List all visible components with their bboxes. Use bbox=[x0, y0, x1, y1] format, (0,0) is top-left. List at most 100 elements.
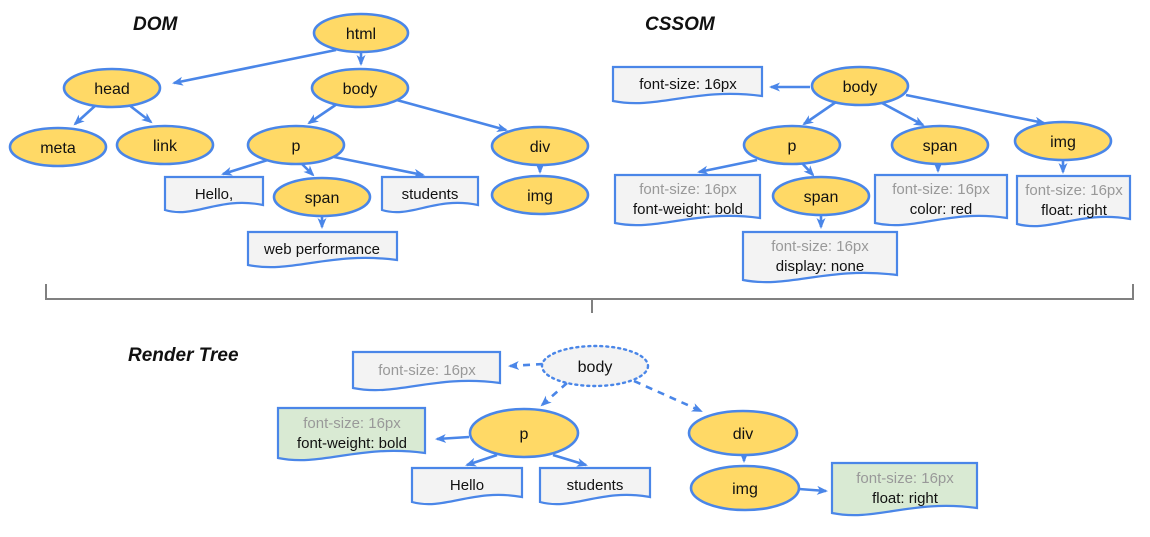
p-node-shape bbox=[468, 407, 580, 459]
render-rule-p: font-size: 16px font-weight: bold bbox=[276, 406, 427, 462]
dom-textnode-web-performance: web performance bbox=[246, 230, 399, 269]
span-node-shape bbox=[890, 124, 990, 166]
hello-textnode-label: Hello bbox=[450, 477, 484, 494]
head-node-label: head bbox=[94, 81, 130, 98]
img-node-label: img bbox=[527, 188, 553, 205]
cssom-tree: body p span img span font-size: 16px fon… bbox=[611, 65, 1132, 284]
body-node-label: body bbox=[578, 359, 613, 376]
cssom-edge-body-img bbox=[905, 93, 1046, 126]
head-node-shape bbox=[62, 67, 162, 109]
render-edge-body-rule bbox=[508, 360, 544, 370]
dom-edge-body-div bbox=[392, 97, 508, 132]
cssom-rule-span: font-size: 16px color: red bbox=[873, 173, 1009, 227]
cssom-edge-body-span bbox=[881, 101, 925, 127]
p-node-label: p bbox=[520, 426, 529, 443]
dom-node-div: div bbox=[490, 125, 590, 167]
render-edge-p-students bbox=[552, 453, 588, 467]
dom-node-meta: meta bbox=[8, 126, 108, 168]
cssom-node-body: body bbox=[810, 65, 910, 107]
cssom-node-nested-span: span bbox=[771, 175, 871, 217]
img-node-shape bbox=[689, 464, 801, 512]
dom-textnode-hello: Hello, bbox=[163, 175, 265, 214]
p-node-shape bbox=[246, 124, 346, 166]
span-node-label: span bbox=[305, 190, 340, 207]
web-performance-textnode-label: web performance bbox=[263, 241, 380, 258]
body-rule-text: font-size: 16px bbox=[639, 76, 737, 93]
cssom-rule-p: font-size: 16px font-weight: bold bbox=[613, 173, 762, 227]
html-node-label: html bbox=[346, 26, 376, 43]
dom-node-p: p bbox=[246, 124, 346, 166]
meta-node-shape bbox=[8, 126, 108, 168]
p-rule-line1: font-size: 16px bbox=[303, 415, 401, 432]
render-node-div: div bbox=[687, 409, 799, 457]
render-tree: body p div img font-size: 16px font-size… bbox=[276, 344, 979, 517]
body-node-shape bbox=[310, 67, 410, 109]
hello-textnode-shape bbox=[410, 466, 524, 506]
web-performance-textnode-shape bbox=[246, 230, 399, 269]
p-node-label: p bbox=[788, 138, 797, 155]
cssom-edge-body-p bbox=[802, 100, 837, 126]
dom-edge-body-p bbox=[307, 102, 338, 125]
render-edge-p-hello bbox=[465, 453, 498, 467]
dom-edge-html-head bbox=[172, 48, 337, 86]
nested-span-rule-line2: display: none bbox=[776, 258, 864, 275]
cssom-node-p: p bbox=[742, 124, 842, 166]
section-divider-bracket bbox=[45, 284, 1134, 313]
render-edge-body-p bbox=[540, 382, 568, 407]
body-node-shape bbox=[810, 65, 910, 107]
img-rule-shape bbox=[1015, 174, 1132, 228]
p-node-label: p bbox=[292, 138, 301, 155]
img-node-label: img bbox=[1050, 134, 1076, 151]
span-node-shape bbox=[272, 176, 372, 218]
students-textnode-label: students bbox=[402, 186, 459, 203]
img-rule-line1: font-size: 16px bbox=[1025, 182, 1123, 199]
span-node-label: span bbox=[804, 189, 839, 206]
cssom-rule-nested-span: font-size: 16px display: none bbox=[741, 230, 899, 284]
img-rule-line1: font-size: 16px bbox=[856, 470, 954, 487]
dom-textnode-students: students bbox=[380, 175, 480, 214]
div-node-label: div bbox=[733, 426, 753, 443]
link-node-shape bbox=[115, 124, 215, 166]
img-rule-line2: float: right bbox=[1041, 202, 1108, 219]
dom-edge-p-hello bbox=[221, 157, 272, 176]
dom-node-img: img bbox=[490, 174, 590, 216]
dom-node-head: head bbox=[62, 67, 162, 109]
cssom-rule-body: font-size: 16px bbox=[611, 65, 764, 105]
img-rule-line2: float: right bbox=[872, 490, 939, 507]
link-node-label: link bbox=[153, 138, 178, 155]
render-rule-img: font-size: 16px float: right bbox=[830, 461, 979, 517]
students-textnode-label: students bbox=[567, 477, 624, 494]
body-node-label: body bbox=[843, 79, 878, 96]
p-rule-shape bbox=[613, 173, 762, 227]
render-rule-body: font-size: 16px bbox=[351, 350, 502, 392]
span-node-shape bbox=[771, 175, 871, 217]
span-rule-shape bbox=[873, 173, 1009, 227]
cssom-title: CSSOM bbox=[645, 14, 716, 35]
cssom-rule-img: font-size: 16px float: right bbox=[1015, 174, 1132, 228]
img-node-shape bbox=[490, 174, 590, 216]
div-node-shape bbox=[687, 409, 799, 457]
body-node-shape bbox=[540, 344, 650, 388]
render-tree-title: Render Tree bbox=[128, 345, 239, 366]
img-rule-shape bbox=[830, 461, 979, 517]
dom-title: DOM bbox=[133, 14, 179, 35]
body-rule-shape bbox=[351, 350, 502, 392]
render-node-img: img bbox=[689, 464, 801, 512]
span-rule-line2: color: red bbox=[910, 201, 973, 218]
hello-textnode-shape bbox=[163, 175, 265, 214]
students-textnode-shape bbox=[538, 466, 652, 506]
render-edge-img-rule bbox=[798, 485, 828, 495]
body-node-label: body bbox=[343, 81, 378, 98]
cssom-node-img: img bbox=[1013, 120, 1113, 162]
span-rule-line1: font-size: 16px bbox=[892, 181, 990, 198]
span-node-label: span bbox=[923, 138, 958, 155]
render-textnode-hello: Hello bbox=[410, 466, 524, 506]
html-node-shape bbox=[312, 12, 410, 54]
img-node-label: img bbox=[732, 481, 758, 498]
divider-line bbox=[45, 284, 1134, 300]
p-rule-shape bbox=[276, 406, 427, 462]
p-rule-line2: font-weight: bold bbox=[633, 201, 743, 218]
render-node-body: body bbox=[540, 344, 650, 388]
